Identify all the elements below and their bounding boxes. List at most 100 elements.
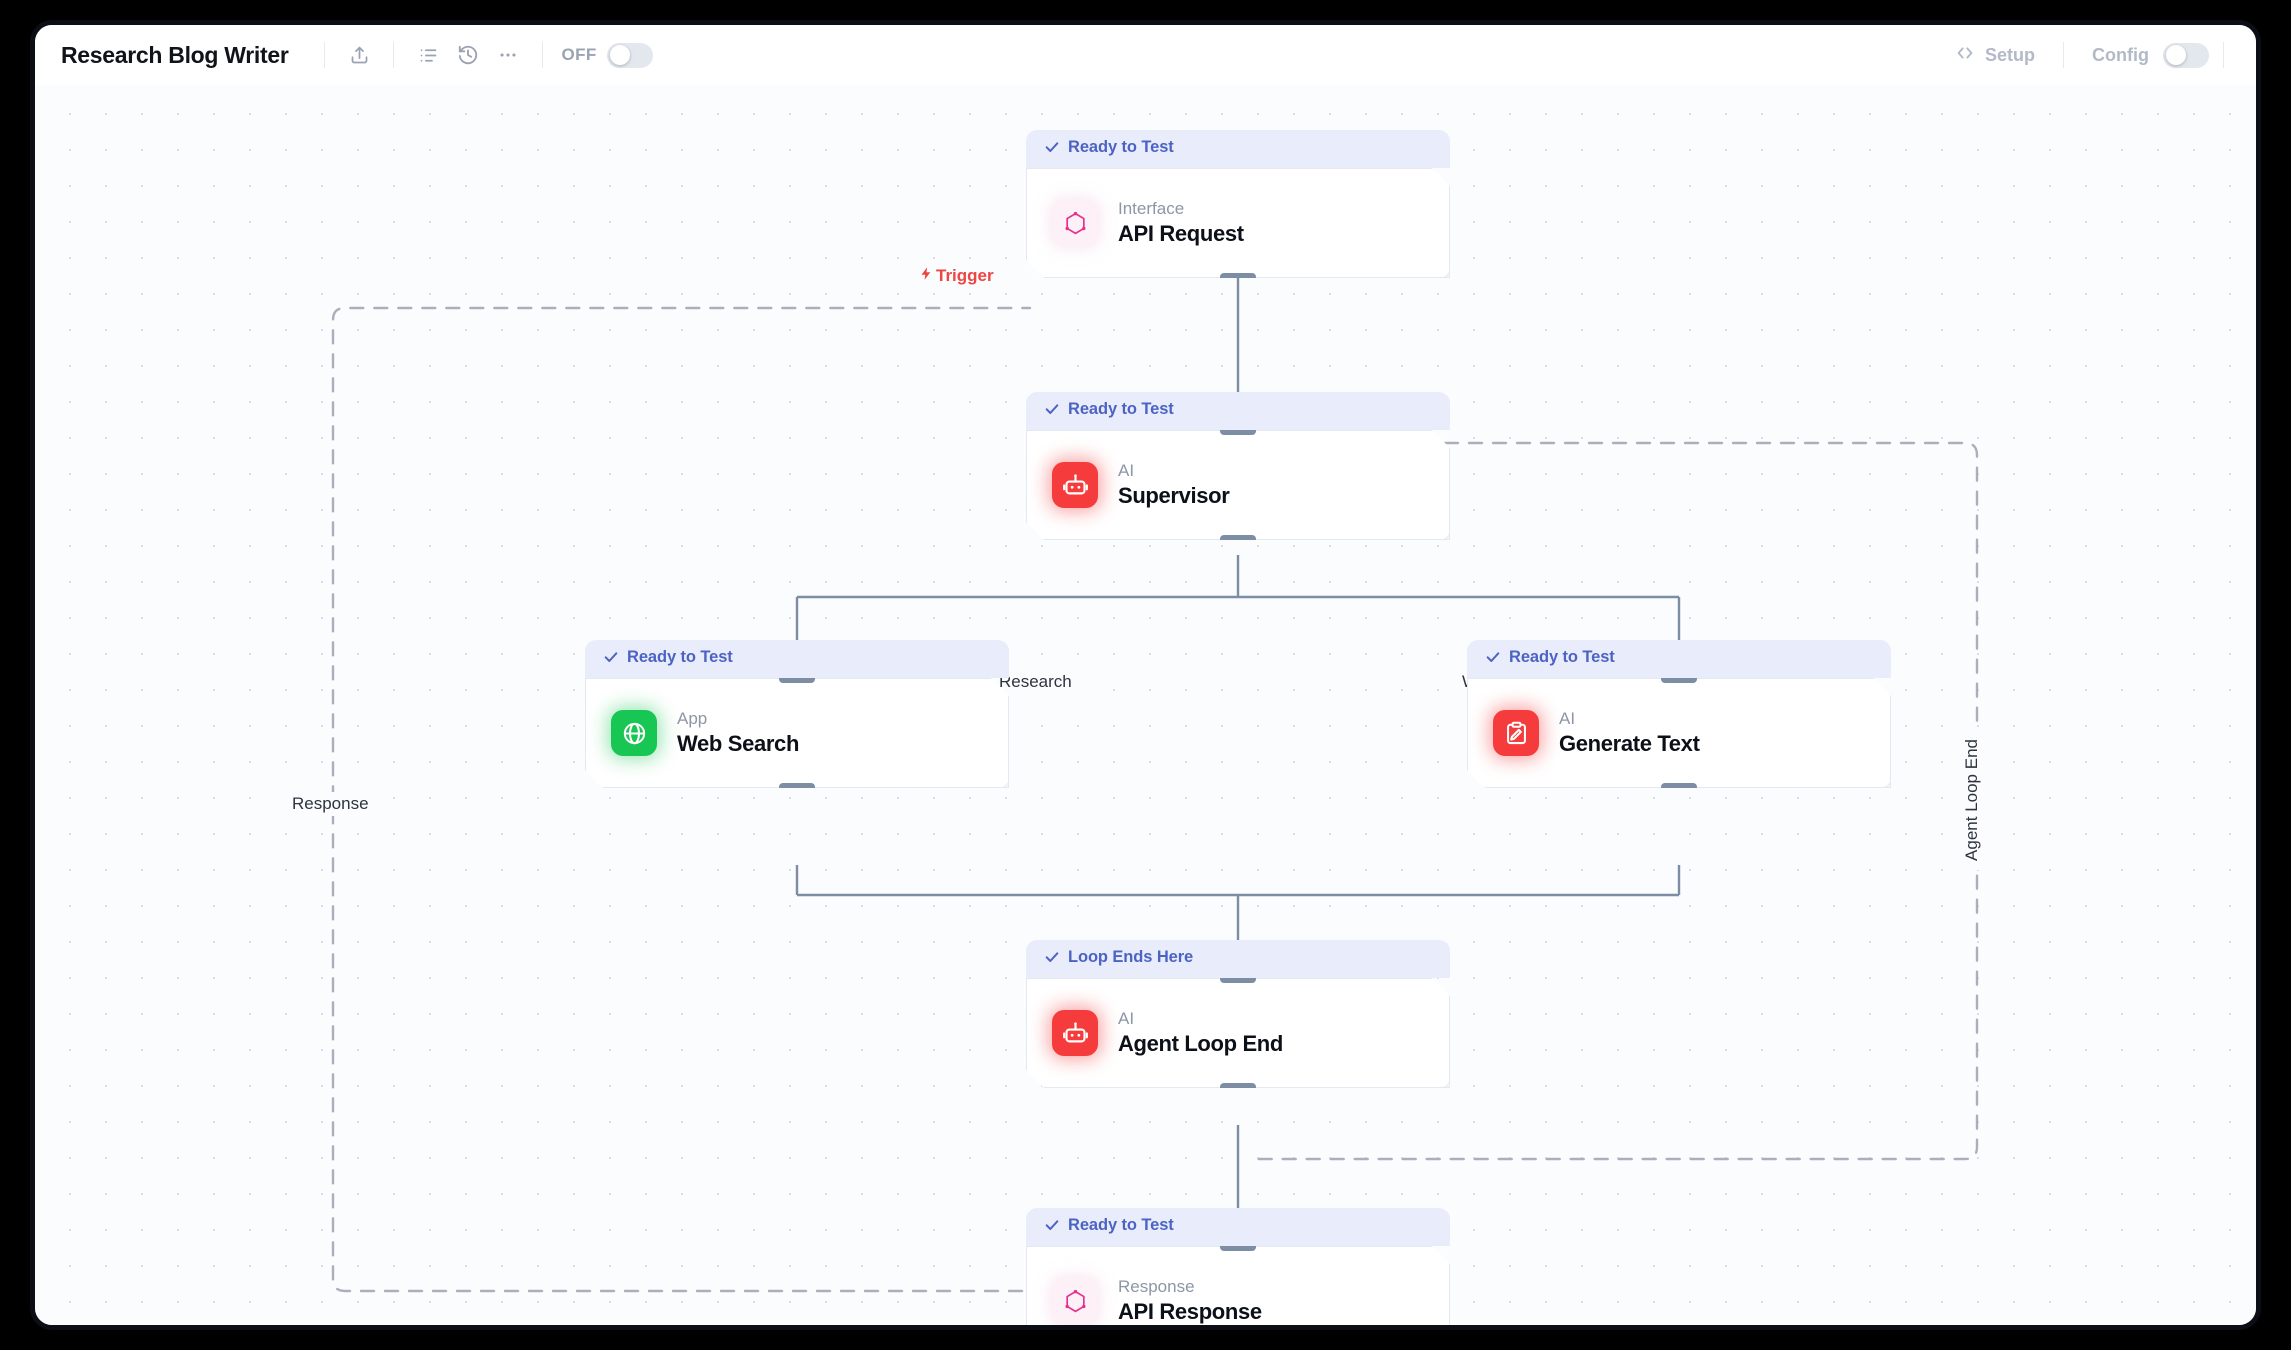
node-kind: AI xyxy=(1118,1008,1135,1028)
node-output-handle[interactable] xyxy=(1220,1083,1256,1094)
edge-label-trigger: Trigger xyxy=(910,263,1003,289)
node-icon-wrap xyxy=(1052,1278,1098,1324)
node-body[interactable]: AI Agent Loop End xyxy=(1026,978,1450,1088)
more-horizontal-icon xyxy=(497,44,519,66)
check-icon xyxy=(1045,952,1059,962)
node-status-badge: Ready to Test xyxy=(1026,1208,1450,1246)
node-api-response[interactable]: Ready to Test Response API Resp xyxy=(1026,1208,1450,1325)
upload-icon xyxy=(349,45,370,66)
node-icon-wrap xyxy=(1052,200,1098,246)
node-web-search[interactable]: Ready to Test App Web Search xyxy=(585,640,1009,788)
check-icon xyxy=(1486,652,1500,662)
node-output-handle[interactable] xyxy=(779,783,815,794)
node-name: Supervisor xyxy=(1118,483,1230,509)
more-options-button[interactable] xyxy=(488,36,528,74)
edge-label-trigger-text: Trigger xyxy=(936,266,994,285)
node-text: Interface API Request xyxy=(1118,199,1244,248)
check-icon xyxy=(604,652,618,662)
config-button[interactable]: Config xyxy=(2078,38,2163,73)
config-label: Config xyxy=(2092,44,2149,65)
node-kind: AI xyxy=(1559,708,1576,728)
check-icon xyxy=(1045,404,1059,414)
node-status-badge: Ready to Test xyxy=(1026,130,1450,168)
node-status-text: Ready to Test xyxy=(1509,647,1615,666)
edge-label-response: Response xyxy=(283,792,378,816)
app-window: Research Blog Writer xyxy=(30,20,2261,1330)
robot-icon xyxy=(1062,1020,1089,1047)
toolbar-divider-1 xyxy=(324,42,326,68)
node-kind: Interface xyxy=(1118,198,1185,218)
toolbar-right-group: Setup Config xyxy=(1940,35,2238,76)
config-toggle-knob xyxy=(2166,45,2186,65)
toolbar-divider-5 xyxy=(2223,42,2224,68)
toolbar-divider-3 xyxy=(542,42,544,68)
node-body[interactable]: App Web Search xyxy=(585,678,1009,788)
graphql-hexagon-icon xyxy=(1062,1288,1089,1315)
node-body[interactable]: Response API Response xyxy=(1026,1246,1450,1325)
graphql-hexagon-icon xyxy=(1062,210,1089,237)
code-brackets-icon xyxy=(1954,42,1976,69)
node-api-request[interactable]: Ready to Test Interface API Req xyxy=(1026,130,1450,278)
node-status-text: Loop Ends Here xyxy=(1068,947,1194,966)
node-text: App Web Search xyxy=(677,709,799,758)
node-text: AI Supervisor xyxy=(1118,461,1229,510)
node-status-text: Ready to Test xyxy=(1068,399,1174,418)
node-icon-wrap xyxy=(1052,1010,1098,1056)
node-name: Agent Loop End xyxy=(1118,1031,1283,1057)
node-icon-wrap xyxy=(1052,462,1098,508)
node-generate-text[interactable]: Ready to Test AI Generate Text xyxy=(1467,640,1891,788)
check-icon xyxy=(1045,1220,1059,1230)
node-status-text: Ready to Test xyxy=(627,647,733,666)
node-body[interactable]: AI Supervisor xyxy=(1026,430,1450,540)
check-icon xyxy=(1045,142,1059,152)
list-view-button[interactable] xyxy=(408,36,448,74)
node-output-handle[interactable] xyxy=(1220,273,1256,284)
node-name: API Response xyxy=(1118,1299,1262,1325)
edge-response-return-dashed xyxy=(331,306,1072,1293)
node-icon-wrap xyxy=(611,710,657,756)
edge-label-agent-loop-end: Agent Loop End xyxy=(1960,730,1984,870)
workflow-title[interactable]: Research Blog Writer xyxy=(61,41,289,68)
node-icon-wrap xyxy=(1493,710,1539,756)
node-agent-loop-end[interactable]: Loop Ends Here xyxy=(1026,940,1450,1088)
top-toolbar: Research Blog Writer xyxy=(35,25,2256,85)
node-status-text: Ready to Test xyxy=(1068,1215,1174,1234)
lightning-bolt-icon xyxy=(919,265,934,287)
node-name: API Request xyxy=(1118,221,1244,247)
clipboard-pencil-icon xyxy=(1503,720,1530,747)
upload-button[interactable] xyxy=(339,36,379,74)
workflow-canvas[interactable]: Trigger Research Writer Response Agent L… xyxy=(35,85,2256,1325)
node-body[interactable]: AI Generate Text xyxy=(1467,678,1891,788)
setup-button[interactable]: Setup xyxy=(1940,35,2049,76)
node-status-badge: Loop Ends Here xyxy=(1026,940,1450,978)
toolbar-divider-4 xyxy=(2063,42,2065,68)
node-kind: Response xyxy=(1118,1276,1195,1296)
power-toggle-knob xyxy=(609,45,630,65)
node-name: Generate Text xyxy=(1559,731,1700,757)
node-status-badge: Ready to Test xyxy=(1026,392,1450,430)
node-text: AI Generate Text xyxy=(1559,709,1700,758)
power-state-label: OFF xyxy=(561,45,597,64)
history-icon xyxy=(457,44,479,66)
node-status-text: Ready to Test xyxy=(1068,137,1174,156)
node-supervisor[interactable]: Ready to Test xyxy=(1026,392,1450,540)
toolbar-left-group: Research Blog Writer xyxy=(61,36,653,74)
power-toggle[interactable] xyxy=(606,42,653,68)
list-icon xyxy=(418,45,439,66)
config-toggle[interactable] xyxy=(2163,42,2209,68)
node-output-handle[interactable] xyxy=(1220,535,1256,546)
node-text: Response API Response xyxy=(1118,1277,1262,1325)
robot-icon xyxy=(1062,472,1089,499)
toolbar-divider-2 xyxy=(393,42,395,68)
node-text: AI Agent Loop End xyxy=(1118,1009,1283,1058)
node-body[interactable]: Interface API Request xyxy=(1026,168,1450,278)
setup-label: Setup xyxy=(1985,44,2036,65)
node-name: Web Search xyxy=(677,731,800,757)
globe-icon xyxy=(621,720,648,747)
node-status-badge: Ready to Test xyxy=(585,640,1009,678)
node-kind: AI xyxy=(1118,460,1135,480)
node-status-badge: Ready to Test xyxy=(1467,640,1891,678)
history-button[interactable] xyxy=(448,36,488,74)
node-output-handle[interactable] xyxy=(1661,783,1697,794)
node-kind: App xyxy=(677,708,708,728)
